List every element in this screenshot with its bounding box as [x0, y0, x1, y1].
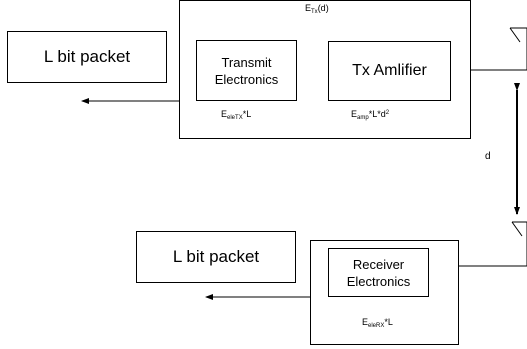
- transmit-electronics-label-line2: Electronics: [214, 71, 279, 87]
- receiver-electronics-label-line2: Electronics: [346, 273, 411, 289]
- rx-packet-label: L bit packet: [172, 247, 260, 266]
- tx-packet-label: L bit packet: [43, 47, 131, 66]
- tx-antenna-icon: [509, 27, 527, 70]
- receiver-electronics-label-line1: Receiver: [352, 256, 405, 272]
- tx-energy-total-label: ETx(d): [305, 3, 329, 15]
- distance-label: d: [485, 151, 491, 162]
- tx-electronics-energy-label: EeleTX*L: [221, 109, 252, 121]
- receiver-electronics-box: Receiver Electronics: [328, 248, 429, 297]
- tx-amplifier-energy-label: Eamp*L*d2: [351, 109, 390, 121]
- rx-electronics-energy-label: EeleRX*L: [362, 317, 393, 329]
- rx-packet-box: L bit packet: [136, 231, 296, 283]
- rx-antenna-icon: [511, 221, 527, 266]
- transmit-electronics-label-line1: Transmit: [221, 54, 272, 70]
- tx-amplifier-label: Tx Amlifier: [352, 62, 427, 79]
- transmit-electronics-box: Transmit Electronics: [196, 40, 297, 101]
- tx-amplifier-box: Tx Amlifier: [328, 41, 451, 101]
- tx-packet-box: L bit packet: [7, 31, 167, 83]
